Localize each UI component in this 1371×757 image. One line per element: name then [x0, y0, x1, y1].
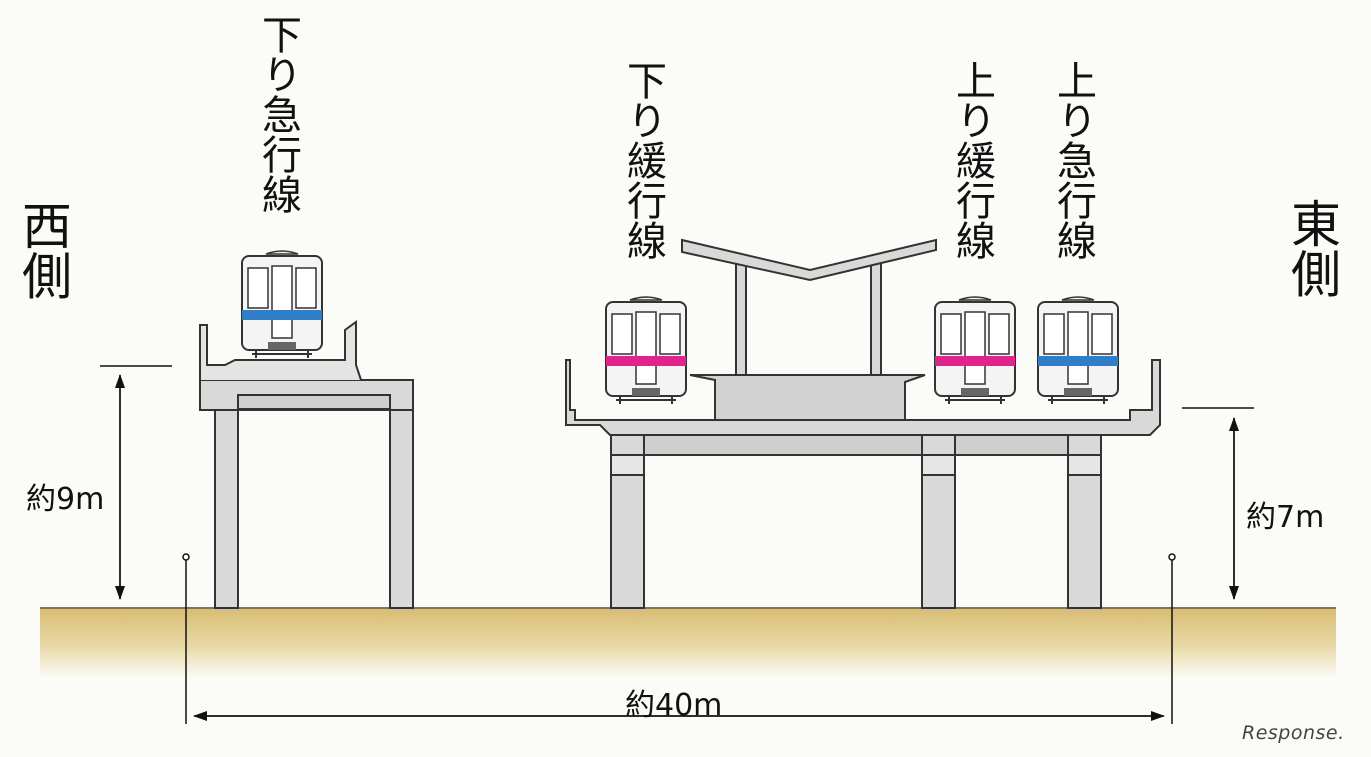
west-height-dimension [100, 365, 172, 600]
track-label-up-local: 上り緩行線 [949, 60, 995, 260]
track-label-down-express: 下り急行線 [255, 14, 301, 214]
ground [40, 608, 1336, 678]
east-side-label: 東側 [1283, 198, 1341, 298]
track-label-down-local: 下り緩行線 [620, 60, 666, 260]
platform-canopy [681, 238, 937, 376]
east-viaduct [565, 359, 1161, 609]
west-side-label: 西側 [14, 200, 72, 300]
east-height-label: 約7m [1246, 500, 1325, 535]
west-height-label: 約9m [26, 482, 105, 517]
train-down-local [605, 296, 687, 405]
width-dimension [182, 553, 1176, 724]
track-label-up-express: 上り急行線 [1050, 60, 1096, 260]
train-up-express [1037, 296, 1119, 405]
east-height-dimension [1182, 407, 1254, 600]
response-watermark: Response. [1242, 722, 1345, 744]
train-down-express [241, 250, 323, 359]
width-label: 約40m [625, 688, 723, 723]
west-viaduct [199, 320, 414, 609]
train-up-local [934, 296, 1016, 405]
